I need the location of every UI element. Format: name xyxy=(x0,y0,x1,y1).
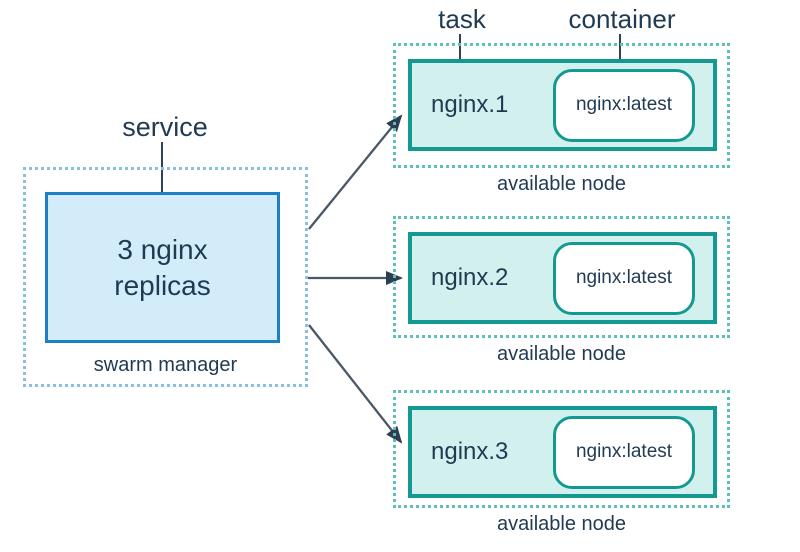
container-box-2: nginx:latest xyxy=(553,241,695,315)
task-label: task xyxy=(438,4,486,34)
task-name-3: nginx.3 xyxy=(431,438,509,465)
node-1: nginx.1 nginx:latest available node xyxy=(393,43,730,196)
container-box-3: nginx:latest xyxy=(553,415,695,489)
arrow-to-node-3 xyxy=(308,324,403,444)
task-box-1: nginx.1 nginx:latest xyxy=(408,59,717,151)
container-name-3: nginx:latest xyxy=(575,441,673,462)
service-box: 3 nginx replicas xyxy=(45,192,280,343)
node-3-caption: available node xyxy=(497,513,626,535)
swarm-manager-frame xyxy=(23,167,308,387)
node-2-frame: nginx.2 nginx:latest xyxy=(393,216,730,338)
task-name-1: nginx.1 xyxy=(431,91,509,118)
node-2-caption: available node xyxy=(497,343,626,365)
task-box-2: nginx.2 nginx:latest xyxy=(408,232,717,324)
node-1-frame: nginx.1 nginx:latest xyxy=(393,43,730,168)
arrow-to-node-1 xyxy=(308,114,403,230)
node-1-caption: available node xyxy=(497,173,626,195)
node-2: nginx.2 nginx:latest available node xyxy=(393,216,730,366)
task-box-3: nginx.3 nginx:latest xyxy=(408,406,717,498)
container-name-1: nginx:latest xyxy=(575,94,673,115)
task-name-2: nginx.2 xyxy=(431,264,509,291)
node-3: nginx.3 nginx:latest available node xyxy=(393,390,730,536)
container-name-2: nginx:latest xyxy=(575,267,673,288)
container-label: container xyxy=(568,4,676,34)
node-3-frame: nginx.3 nginx:latest xyxy=(393,390,730,508)
service-label: service xyxy=(122,112,208,142)
container-box-1: nginx:latest xyxy=(553,68,695,142)
swarm-manager-caption: swarm manager xyxy=(93,354,238,376)
service-box-text: 3 nginx replicas xyxy=(114,233,211,301)
